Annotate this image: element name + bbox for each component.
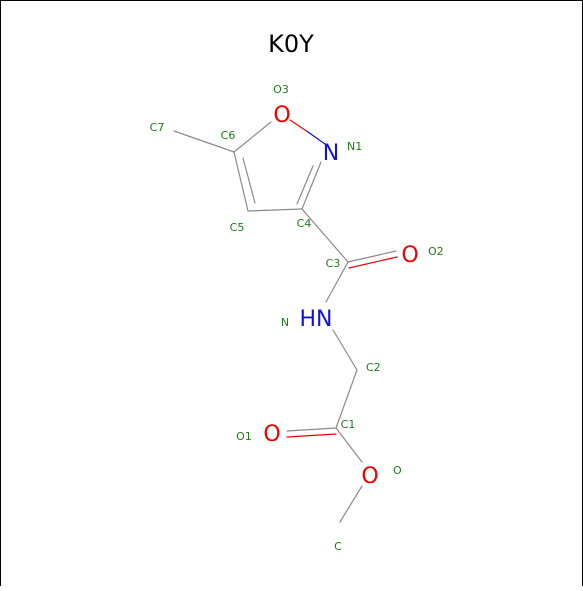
- atom-label-c5: C5: [230, 221, 245, 234]
- atom-label-o: O: [393, 464, 402, 477]
- atom-label-c6: C6: [221, 129, 236, 142]
- atom-label-c7: C7: [150, 121, 165, 134]
- bond-c1-o1-b: [286, 433, 337, 438]
- bond-c3-n: [325, 261, 349, 303]
- atom-label-c4: C4: [297, 217, 312, 230]
- bond-o3-n1-red: [289, 119, 309, 133]
- atom-label-c1: C1: [341, 418, 356, 431]
- bond-c6-o3: [233, 121, 272, 153]
- atom-symbol-o2: O: [401, 243, 418, 268]
- bond-c3-o2-a: [347, 250, 397, 263]
- bond-n1-c4-inner: [296, 165, 314, 205]
- atom-label-o3: O3: [273, 83, 289, 96]
- atom-symbol-o: O: [361, 464, 378, 489]
- bond-c5-c6: [233, 151, 249, 212]
- bond-c5-c6-inner: [242, 157, 256, 204]
- bond-c1-o1-a: [286, 427, 337, 432]
- atom-label-o1: O1: [236, 430, 252, 443]
- atom-symbol-hn: HN: [300, 307, 333, 332]
- bond-c4-c5: [247, 208, 303, 212]
- atom-label-o2: O2: [428, 245, 444, 258]
- atom-label-c3: C3: [326, 257, 341, 270]
- atom-label-c2: C2: [366, 361, 381, 374]
- atom-symbol-n1: N: [323, 141, 339, 166]
- bond-c1-o: [335, 427, 363, 463]
- atom-label-n1: N1: [347, 140, 362, 153]
- atom-symbol-o1: O: [263, 422, 280, 447]
- bond-o-c: [339, 485, 363, 523]
- bond-c4-c3: [301, 208, 349, 263]
- bond-n-c2: [332, 329, 358, 371]
- atom-label-c: C: [334, 540, 342, 553]
- molecule-title: K0Y: [268, 30, 314, 58]
- bond-c2-c1: [335, 369, 358, 429]
- bond-c7-c6: [173, 130, 235, 153]
- bonds: [173, 119, 398, 523]
- bond-o3-n1-blue: [307, 131, 326, 145]
- bond-c3-o2-b: [348, 256, 398, 269]
- atom-symbol-o3: O: [273, 103, 290, 128]
- bond-n1-c4: [301, 161, 322, 210]
- atom-label-n: N: [281, 316, 289, 329]
